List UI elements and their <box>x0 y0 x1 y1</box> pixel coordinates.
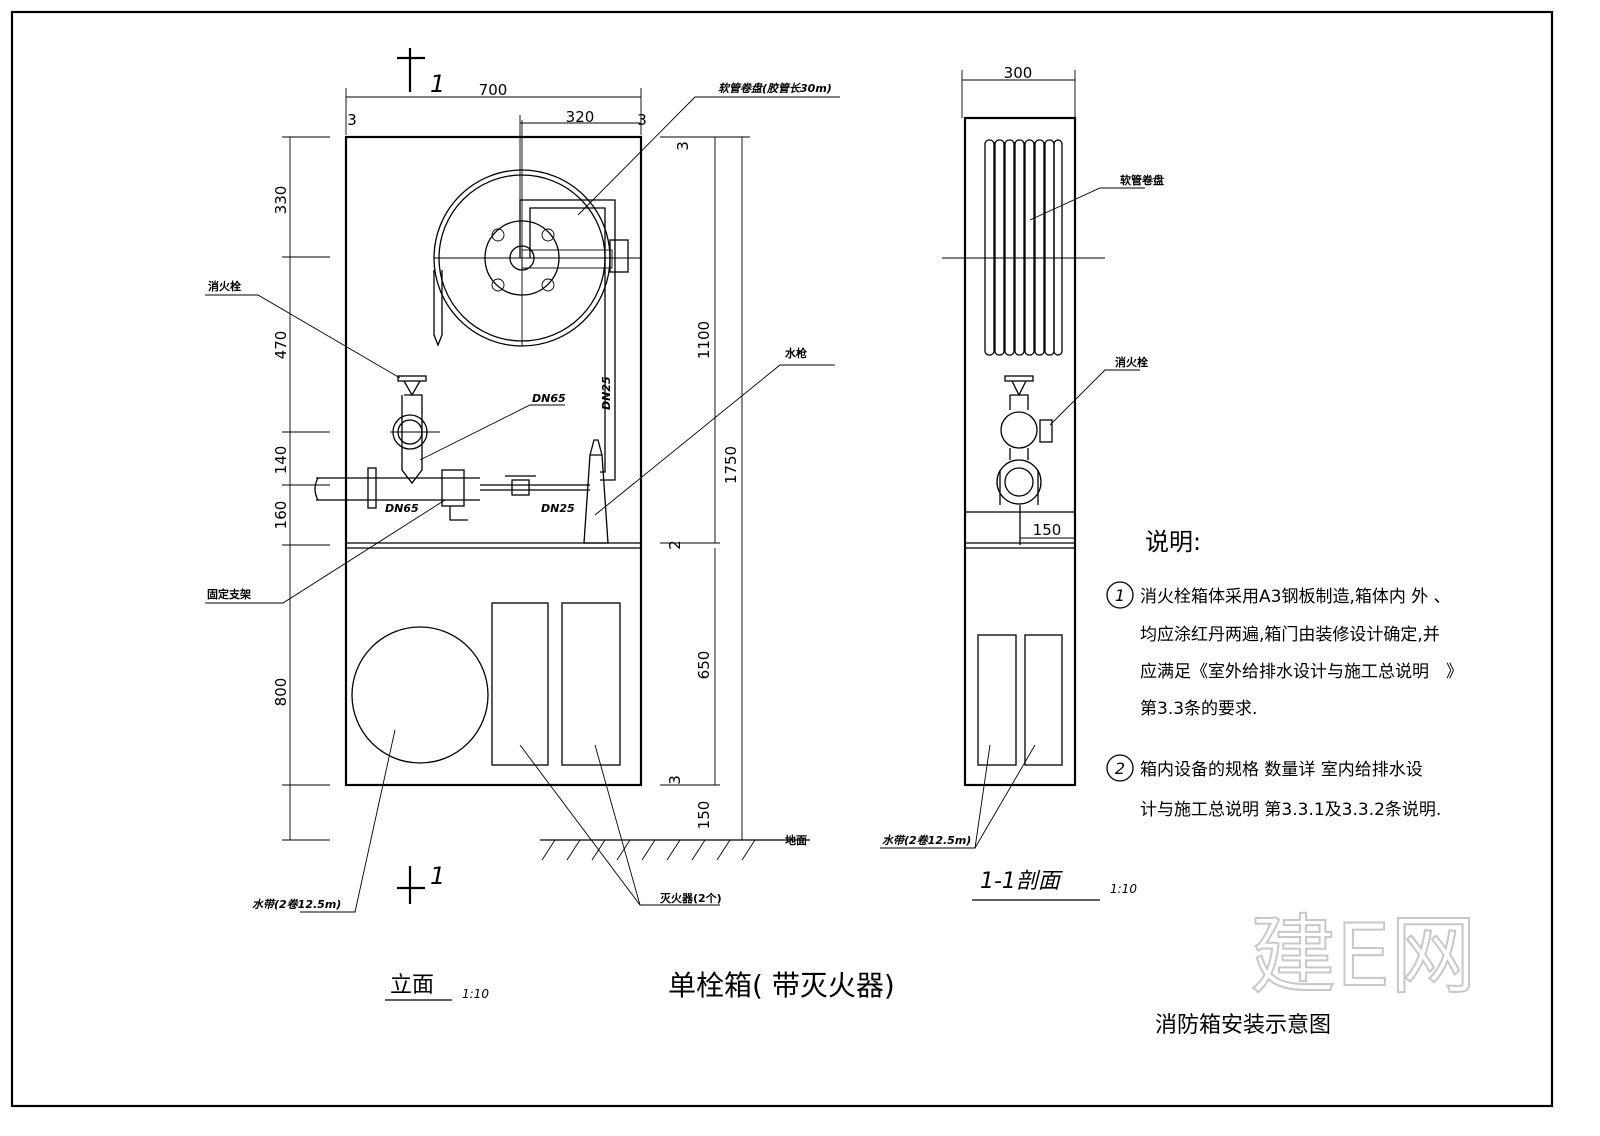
note-1-line-1: 消火栓箱体采用A3钢板制造,箱体内 外 、 <box>1140 587 1451 607</box>
label-dn65-lower: DN65 <box>385 502 419 515</box>
dim-800: 800 <box>272 678 290 707</box>
hose-coil <box>984 139 1063 356</box>
label-ground: 地面 <box>785 833 807 847</box>
dim-2: 2 <box>666 540 684 550</box>
label-hose-reel: 软管卷盘(胶管长30m) <box>718 82 832 95</box>
label-section-hose-reel: 软管卷盘 <box>1120 173 1164 187</box>
dim-650: 650 <box>695 651 713 680</box>
dim-1100: 1100 <box>695 321 713 359</box>
section-mark-bottom: 1 <box>430 862 445 890</box>
title-section: 1-1剖面 <box>980 869 1064 894</box>
note-1-line-3: 应满足《室外给排水设计与施工总说明 》 <box>1140 662 1463 682</box>
label-hydrant: 消火栓 <box>208 279 241 293</box>
note-2-number: 2 <box>1115 759 1125 778</box>
dim-330: 330 <box>272 186 290 215</box>
note-1-number: 1 <box>1115 586 1125 605</box>
elevation-scale: 1:10 <box>462 987 489 1001</box>
dim-150: 150 <box>695 801 713 830</box>
label-nozzle: 水枪 <box>785 346 807 360</box>
dim-470: 470 <box>272 331 290 360</box>
label-dn25-lower: DN25 <box>541 502 575 515</box>
cabinet-outline <box>344 135 643 787</box>
dim-section-150: 150 <box>1033 521 1062 539</box>
title-elevation: 立面 <box>390 973 434 998</box>
dim-160: 160 <box>272 501 290 530</box>
label-dn65-upper: DN65 <box>532 392 566 405</box>
watermark-logo: 建E网 <box>1250 906 1476 1006</box>
label-section-hydrant: 消火栓 <box>1115 355 1148 369</box>
elevation-view: 700 320 3 3 330 470 140 160 800 1100 175… <box>205 48 895 1002</box>
dim-140: 140 <box>272 446 290 475</box>
label-bracket: 固定支架 <box>207 587 251 601</box>
dim-3-left: 3 <box>347 111 357 129</box>
note-2-line-1: 箱内设备的规格 数量详 室内给排水设 <box>1140 760 1423 780</box>
title-main: 单栓箱( 带灭火器) <box>668 969 895 1002</box>
label-fire-hose: 水带(2卷12.5m) <box>252 898 341 911</box>
label-dn25-vertical: DN25 <box>600 376 613 410</box>
label-section-fire-hose: 水带(2卷12.5m) <box>882 834 971 847</box>
note-1-line-4: 第3.3条的要求. <box>1140 699 1257 719</box>
dim-1750: 1750 <box>722 446 740 484</box>
title-drawing: 消防箱安装示意图 <box>1155 1013 1331 1038</box>
extinguisher-2 <box>561 602 621 766</box>
section-scale: 1:10 <box>1110 882 1137 896</box>
dim-320: 320 <box>566 108 595 126</box>
extinguisher-1 <box>491 602 549 766</box>
dim-3-bottom: 3 <box>666 775 684 785</box>
section-view: 300 150 软管卷盘 消火栓 水带(2卷12.5m) 1-1剖面 1:10 <box>880 64 1164 901</box>
dim-700: 700 <box>479 81 508 99</box>
hose-reel <box>433 120 640 481</box>
notes: 说明: 1 消火栓箱体采用A3钢板制造,箱体内 外 、 均应涂红丹两遍,箱门由装… <box>1106 528 1463 820</box>
dim-3-top: 3 <box>674 141 692 151</box>
section-mark-top: 1 <box>430 70 445 98</box>
label-extinguisher: 灭火器(2个) <box>659 891 722 905</box>
nozzle <box>583 439 609 544</box>
fire-hydrant-valve <box>314 375 590 521</box>
notes-heading: 说明: <box>1145 528 1201 556</box>
note-2-line-2: 计与施工总说明 第3.3.1及3.3.2条说明. <box>1140 800 1441 820</box>
drawing-border <box>10 10 1554 1108</box>
fire-hose-roll <box>351 626 489 764</box>
section-hydrant <box>996 375 1053 545</box>
dim-3-right: 3 <box>637 111 647 129</box>
dim-300: 300 <box>1004 64 1033 82</box>
note-1-line-2: 均应涂红丹两遍,箱门由装修设计确定,并 <box>1140 625 1440 645</box>
